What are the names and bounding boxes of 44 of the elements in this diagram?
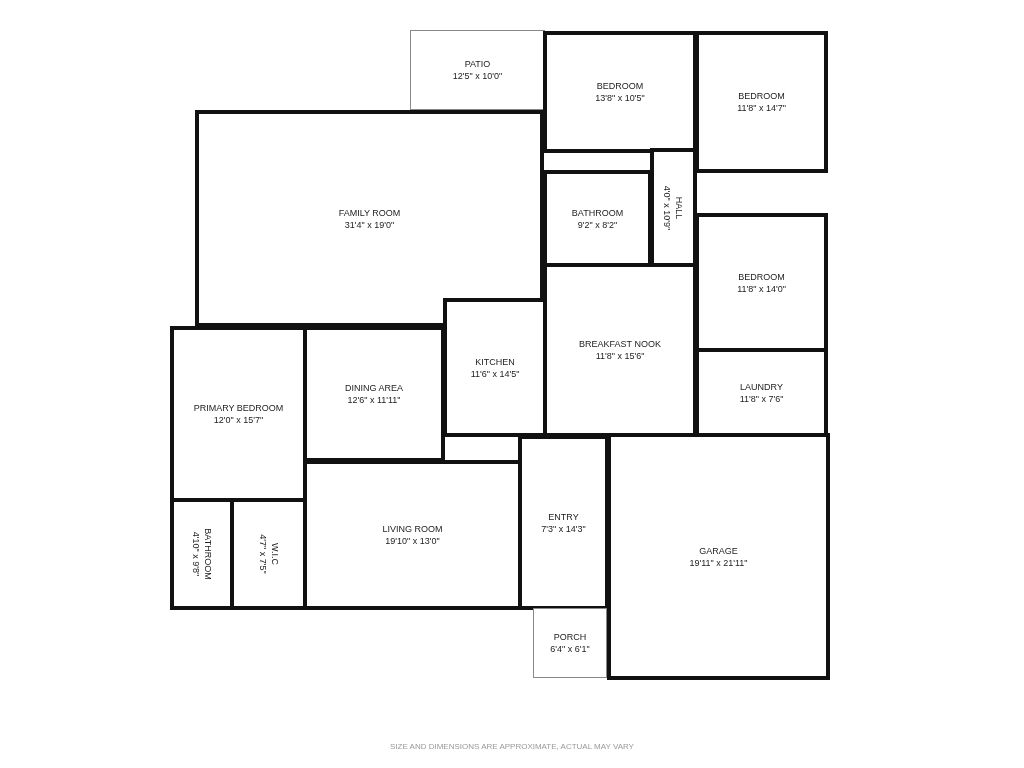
room-name: BEDROOM — [596, 80, 644, 92]
room-name: KITCHEN — [475, 355, 515, 368]
room-outline — [518, 435, 609, 610]
room-name: W.I.C — [268, 543, 281, 565]
room-dimensions: 19'10" x 13'0" — [385, 535, 440, 547]
room-dimensions: 19'11" x 21'11" — [689, 556, 748, 569]
room-name: BREAKFAST NOOK — [579, 338, 661, 350]
room-dimensions: 4'10" x 9'8" — [190, 531, 202, 577]
room-name: DINING AREA — [345, 382, 403, 394]
room-outline — [695, 31, 828, 173]
room-dimensions: 7'3" x 14'3" — [541, 522, 586, 535]
room-name: FAMILY ROOM — [338, 206, 401, 219]
outdoor-area — [410, 30, 545, 110]
room-dimensions: 6'4" x 6'1" — [550, 643, 590, 655]
room-name: PRIMARY BEDROOM — [193, 402, 284, 414]
room-outline — [195, 110, 544, 327]
room-dimensions: 11'8" x 7'6" — [739, 392, 784, 405]
room-dimensions: 11'8" x 14'7" — [737, 102, 786, 114]
room-dimensions: 12'6" x 11'11" — [347, 394, 401, 406]
room-dimensions: 11'6" x 14'5" — [470, 367, 520, 380]
room-dimensions: 9'2" x 8'2" — [577, 218, 618, 231]
room-name: LAUNDRY — [740, 380, 783, 393]
room-dimensions: 12'5" x 10'0" — [452, 70, 503, 82]
room-name: HALL — [673, 196, 686, 219]
room-name: PORCH — [553, 631, 587, 643]
room-name: BATHROOM — [202, 528, 214, 580]
room-name: GARAGE — [699, 544, 738, 557]
room-name: BATHROOM — [571, 206, 624, 219]
room-dimensions: 11'8" x 14'0" — [737, 282, 786, 295]
caption: SIZE AND DIMENSIONS ARE APPROXIMATE, ACTUAL MAY VARY — [390, 742, 634, 751]
room-dimensions: 4'0" x 10'9" — [661, 185, 674, 230]
room-dimensions: 13'8" x 10'5" — [595, 92, 645, 104]
room-name: BEDROOM — [738, 90, 785, 102]
room-dimensions: 11'8" x 15'6" — [595, 350, 645, 362]
room-outline — [543, 31, 697, 153]
room-name: LIVING ROOM — [382, 523, 443, 535]
outdoor-area — [533, 608, 607, 678]
room-name: BEDROOM — [738, 270, 785, 283]
room-dimensions: 31'4" x 19'0" — [344, 218, 395, 231]
room-name: PATIO — [464, 58, 491, 70]
room-name: ENTRY — [548, 510, 579, 523]
room-dimensions: 12'0" x 15'7" — [213, 414, 264, 426]
room-dimensions: 4'7" x 7'5" — [256, 534, 269, 574]
room-outline — [607, 433, 830, 680]
